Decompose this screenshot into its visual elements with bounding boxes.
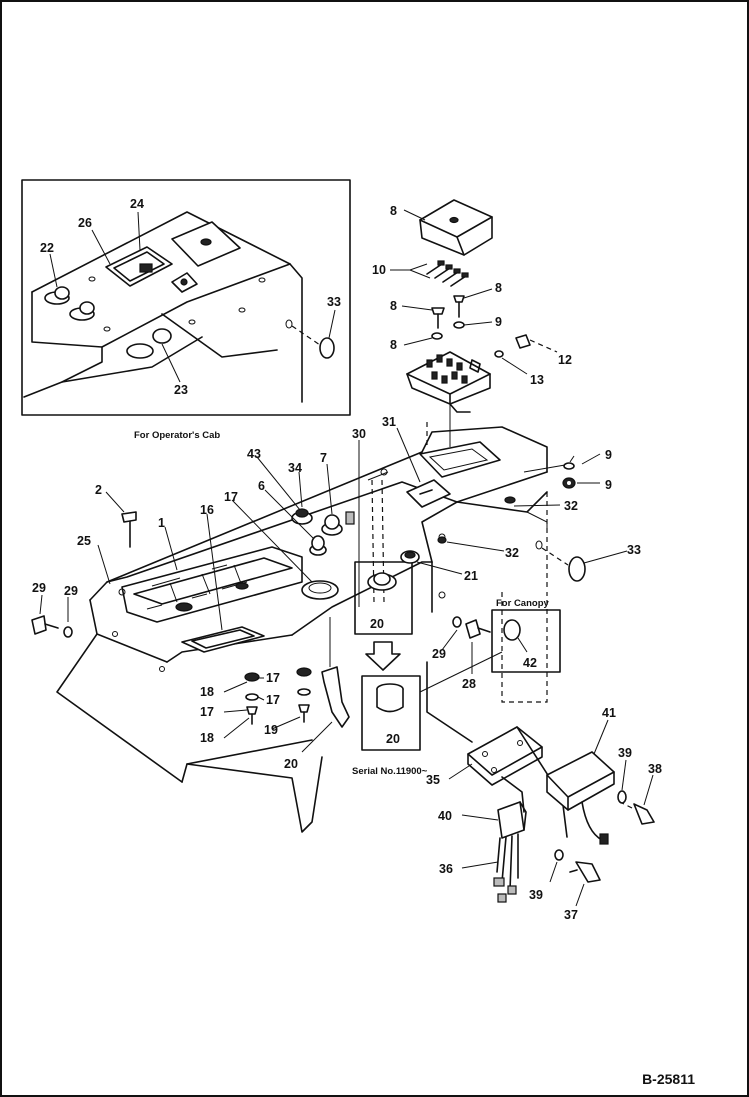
callout-20-b: 20	[386, 732, 400, 746]
callout-22: 22	[40, 241, 54, 255]
callout-6: 8	[495, 281, 502, 295]
callout-39-a: 39	[618, 746, 632, 760]
callout-19: 20	[284, 757, 298, 771]
callout-15: 17	[224, 490, 238, 504]
callout-30: 30	[352, 427, 366, 441]
callout-8-c: 9	[605, 448, 612, 462]
callout-43: 43	[247, 447, 261, 461]
callout-36: 36	[439, 862, 453, 876]
callout-1: 1	[158, 516, 165, 530]
callout-24: 24	[130, 197, 144, 211]
drawing-number: B-25811	[642, 1071, 695, 1087]
callout-9: 9	[605, 478, 612, 492]
callout-18-b: 19	[264, 723, 278, 737]
callout-17-a: 17	[266, 671, 280, 685]
callout-42: 42	[523, 656, 537, 670]
callout-21: 21	[464, 569, 478, 583]
callout-35: 35	[426, 773, 440, 787]
caption-canopy: For Canopy	[496, 598, 549, 609]
callout-2: 2	[95, 483, 102, 497]
callout-26: 26	[78, 216, 92, 230]
callout-38: 38	[648, 762, 662, 776]
callout-17-b: 18	[200, 685, 214, 699]
callout-23: 23	[174, 383, 188, 397]
inset-operators-cab: 22 26 24 23 33	[21, 179, 351, 416]
fuses	[426, 260, 469, 287]
callout-37: 37	[564, 908, 578, 922]
inset-frame	[21, 179, 351, 416]
callout-32-b: 32	[505, 546, 519, 560]
callout-4: 7	[320, 451, 327, 465]
callout-14: 16	[200, 503, 214, 517]
callout-33-inset: 33	[327, 295, 341, 309]
bracket-assembly: 35 40 36 41 39 38 39 37	[426, 661, 662, 922]
callout-39-b: 39	[529, 888, 543, 902]
fuse-box-assembly: 8 10 8 8 8 9	[372, 199, 572, 447]
callout-32-a: 32	[564, 499, 578, 513]
callout-3: 6	[258, 479, 265, 493]
callout-40: 40	[438, 809, 452, 823]
callout-5: 8	[390, 204, 397, 218]
callout-10: 10	[372, 263, 386, 277]
caption-serial: Serial No.11900~	[352, 766, 428, 777]
callout-34: 34	[288, 461, 302, 475]
callout-7: 8	[390, 299, 397, 313]
callout-8-a: 8	[390, 338, 397, 352]
callout-31: 31	[382, 415, 396, 429]
callout-29-a: 29	[64, 584, 78, 598]
lamp-20-detail: 20 20	[354, 550, 503, 751]
callout-33: 33	[627, 543, 641, 557]
callout-8-b: 9	[495, 315, 502, 329]
callout-27: 28	[462, 677, 476, 691]
canopy-detail: 42 For Canopy 29 28	[432, 591, 561, 691]
caption-operators-cab: For Operator's Cab	[134, 430, 220, 441]
callout-16: 17	[266, 693, 280, 707]
instrument-panel: 9 9	[31, 415, 641, 833]
callout-15-b: 17	[200, 705, 214, 719]
callout-28: 29	[32, 581, 46, 595]
callout-12: 12	[558, 353, 572, 367]
callout-20-a: 20	[370, 617, 384, 631]
callout-25: 25	[77, 534, 91, 548]
callout-41: 41	[602, 706, 616, 720]
callout-29-b: 29	[432, 647, 446, 661]
callout-18-a: 18	[200, 731, 214, 745]
callout-13: 13	[530, 373, 544, 387]
